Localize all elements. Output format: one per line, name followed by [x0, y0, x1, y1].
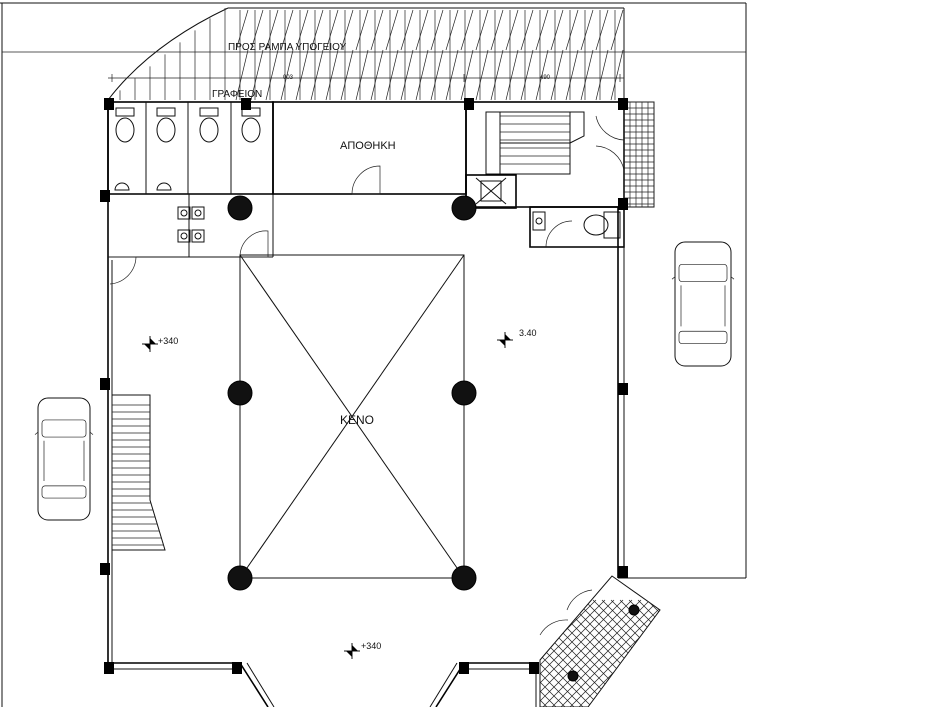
- hatched-strip-right: [623, 101, 655, 208]
- hall-doors: [108, 230, 269, 285]
- bottom-wall: [108, 662, 537, 707]
- small-wc: [529, 206, 625, 248]
- core-doors: [595, 110, 625, 171]
- staircase-icon: [500, 111, 585, 165]
- columns-group: [227, 195, 477, 591]
- small-column: [628, 604, 640, 616]
- wall-piers: [100, 98, 628, 674]
- level-right-label: 3.40: [519, 328, 537, 338]
- drawing-frame: [0, 2, 747, 707]
- dimension-ticks: [111, 74, 621, 82]
- stair-lift-core: [465, 101, 625, 209]
- toilets-group: [115, 107, 261, 143]
- level-marker-icon: [344, 643, 360, 659]
- level-left-label: +340: [158, 336, 178, 346]
- car-icon: [34, 397, 94, 521]
- staircase-left: [112, 394, 166, 551]
- void-area: [239, 254, 465, 579]
- storage-label: ΑΠΟΘΗΚΗ: [340, 140, 396, 152]
- level-marker-icon: [497, 332, 513, 348]
- office-label: ΓΡΑΦΕΙΟΝ: [212, 89, 262, 100]
- main-hall-walls: [107, 102, 746, 668]
- level-bottom-label: +340: [361, 641, 381, 651]
- ramp-hatching: [119, 8, 624, 101]
- ramp-label: ΠΡΟΣ ΡΑΜΠΑ ΥΠΟΓΕΙΟΥ: [228, 42, 347, 53]
- car-icon: [671, 241, 735, 367]
- diagonal-entrance: [539, 575, 661, 707]
- basins-group: [114, 182, 205, 243]
- small-column: [567, 670, 579, 682]
- dimension-left: 003: [283, 75, 294, 81]
- void-label: ΚΕΝΟ: [340, 413, 374, 427]
- entrance-hatching: [540, 599, 660, 707]
- dimension-right: 490: [540, 75, 551, 81]
- level-marker-icon: [142, 336, 158, 352]
- ramp-to-basement: [2, 7, 746, 101]
